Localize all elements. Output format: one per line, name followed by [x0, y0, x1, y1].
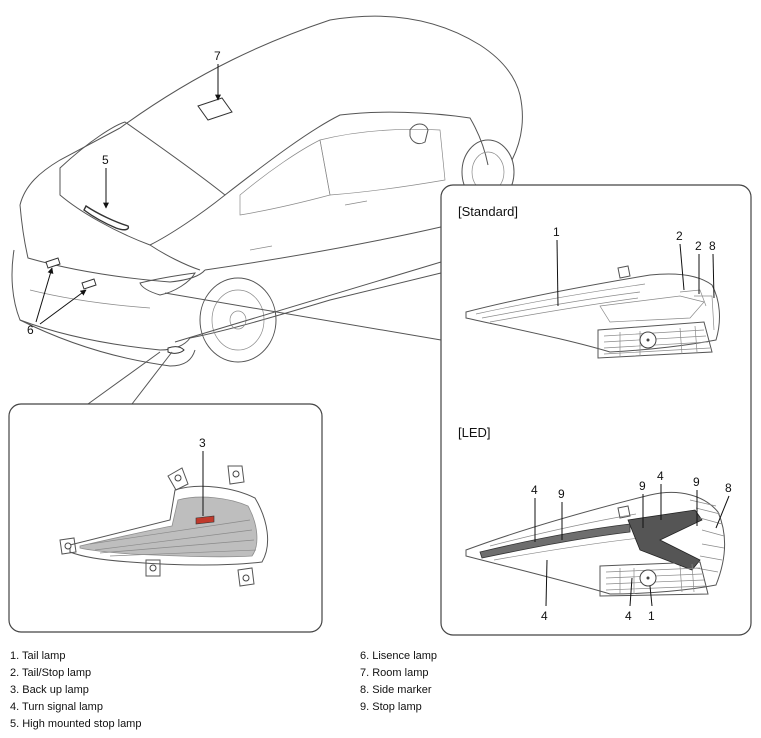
- callout-led-stop-right: 9: [693, 475, 700, 489]
- standard-callouts: 1 2 2 8: [553, 225, 716, 307]
- callout-backup-lamp: 3: [199, 436, 206, 450]
- legend-right-column: 6. Lisence lamp 7. Room lamp 8. Side mar…: [360, 648, 437, 716]
- car-illustration: [11, 15, 523, 367]
- legend: 1. Tail lamp 2. Tail/Stop lamp 3. Back u…: [0, 648, 761, 738]
- callout-high-mounted-stop: 5: [102, 153, 109, 167]
- callout-license-lamp: 6: [27, 323, 34, 337]
- standard-title: [Standard]: [458, 204, 518, 219]
- car-callouts: 7 5 6: [27, 49, 442, 405]
- legend-item: 8. Side marker: [360, 684, 432, 696]
- led-tail-lamp: [465, 491, 726, 597]
- callout-led-side-marker: 8: [725, 481, 732, 495]
- backup-lamp-detail-panel: [8, 403, 323, 633]
- legend-item: 4. Turn signal lamp: [10, 701, 103, 713]
- callout-led-stop-top: 9: [558, 487, 565, 501]
- backup-callout: 3: [199, 436, 206, 516]
- standard-tail-lamp: [465, 265, 720, 359]
- tail-lamp-detail-panel: [440, 184, 752, 636]
- callout-led-turn-mid: 4: [657, 469, 664, 483]
- lamp-location-diagram: 7 5 6 [Standard] 1 2: [8, 15, 752, 636]
- led-callouts: 4 9 9 4 9 8 4 4 1: [531, 469, 732, 623]
- legend-left-column: 1. Tail lamp 2. Tail/Stop lamp 3. Back u…: [10, 648, 141, 733]
- backup-lamp: [59, 465, 269, 587]
- callout-led-stop-mid: 9: [639, 479, 646, 493]
- callout-std-tail-stop-b: 2: [695, 239, 702, 253]
- callout-led-tail-bottom: 1: [648, 609, 655, 623]
- legend-item: 7. Room lamp: [360, 667, 429, 679]
- legend-item: 5. High mounted stop lamp: [10, 718, 142, 730]
- callout-std-tail-lamp: 1: [553, 225, 560, 239]
- legend-item: 3. Back up lamp: [10, 684, 89, 696]
- callout-led-turn-bottom-b: 4: [625, 609, 632, 623]
- callout-room-lamp: 7: [214, 49, 221, 63]
- led-title: [LED]: [458, 425, 491, 440]
- legend-item: 9. Stop lamp: [360, 701, 422, 713]
- callout-led-turn-top: 4: [531, 483, 538, 497]
- callout-led-turn-bottom: 4: [541, 609, 548, 623]
- legend-item: 2. Tail/Stop lamp: [10, 667, 92, 679]
- callout-std-tail-stop: 2: [676, 229, 683, 243]
- legend-item: 1. Tail lamp: [10, 650, 66, 662]
- callout-std-side-marker: 8: [709, 239, 716, 253]
- legend-item: 6. Lisence lamp: [360, 650, 438, 662]
